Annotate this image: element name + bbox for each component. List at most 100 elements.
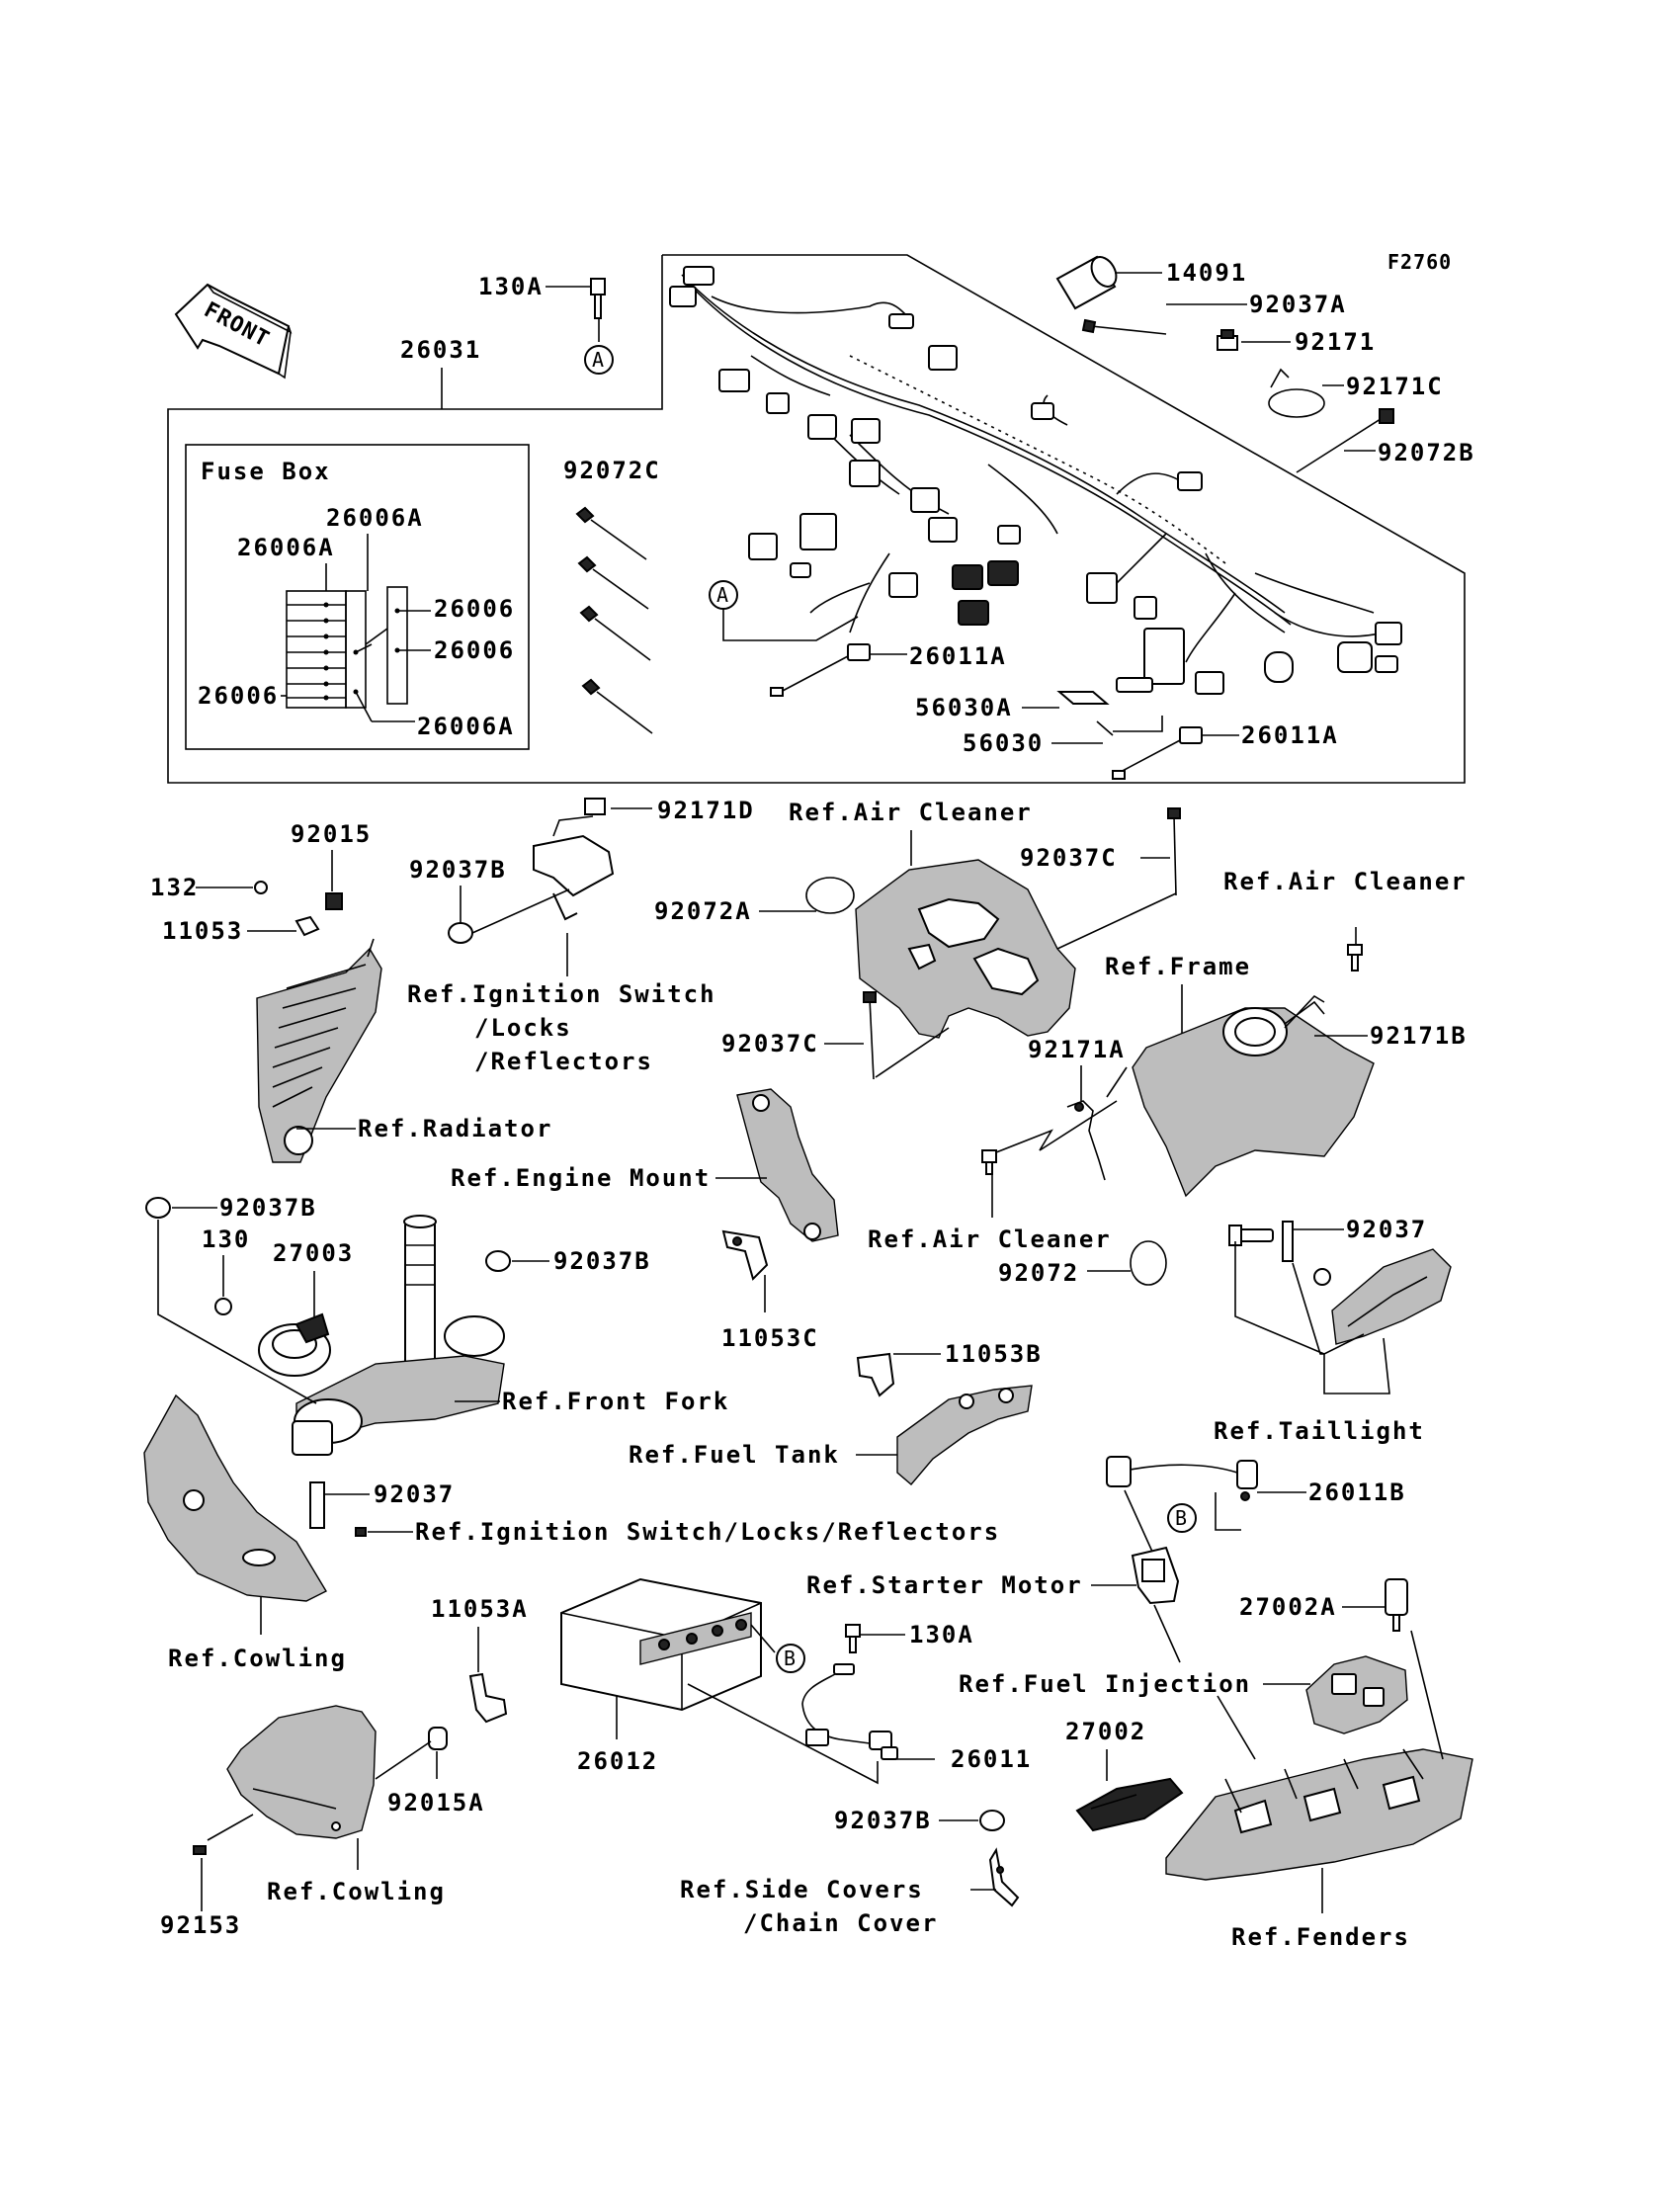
circle-a-harness: A xyxy=(716,583,728,607)
screw-92153 xyxy=(193,1845,207,1855)
label-92153: 92153 xyxy=(160,1911,241,1939)
label-26011B: 26011B xyxy=(1308,1479,1406,1506)
label-92037B-battery: 92037B xyxy=(834,1807,932,1834)
figure-code: F2760 xyxy=(1387,250,1452,274)
side-cover-clip xyxy=(988,1847,1020,1907)
wire-26011B xyxy=(1106,1456,1258,1501)
band-92072A xyxy=(805,877,855,914)
label-130A-battery: 130A xyxy=(909,1621,974,1648)
label-ref-reflectors-1: /Reflectors xyxy=(474,1048,653,1075)
battery-26012 xyxy=(560,1577,762,1712)
label-26006A-bottom: 26006A xyxy=(417,713,515,740)
tie-92037C-left xyxy=(863,991,877,1080)
fuel-tank-mount xyxy=(896,1385,1033,1485)
ignition-bracket xyxy=(533,815,615,921)
label-ref-fuel-tank: Ref.Fuel Tank xyxy=(629,1441,840,1469)
label-92171B: 92171B xyxy=(1370,1022,1468,1050)
band-92171C xyxy=(1268,368,1325,418)
fuse-box-title: Fuse Box xyxy=(201,458,331,485)
label-11053C: 11053C xyxy=(721,1324,819,1352)
connector-26011A-lower xyxy=(1112,726,1203,780)
rear-fender xyxy=(1165,1748,1473,1881)
label-26006A-mid: 26006A xyxy=(237,534,335,561)
label-ref-engine-mount: Ref.Engine Mount xyxy=(451,1164,711,1192)
label-92171A: 92171A xyxy=(1028,1036,1126,1063)
sensor-27002A xyxy=(1385,1578,1408,1632)
bracket-11053A xyxy=(468,1672,508,1724)
cable-ties-92072C xyxy=(575,506,653,734)
label-ref-radiator: Ref.Radiator xyxy=(358,1115,552,1142)
label-130: 130 xyxy=(202,1225,250,1253)
label-14091: 14091 xyxy=(1166,259,1247,287)
clamp-92171B xyxy=(1284,1000,1325,1025)
label-ref-front-fork: Ref.Front Fork xyxy=(502,1388,729,1415)
label-92037C-left: 92037C xyxy=(721,1030,819,1057)
label-ref-side-covers: Ref.Side Covers xyxy=(680,1876,924,1903)
clamp-92171 xyxy=(1217,329,1238,351)
clamp-92171D xyxy=(584,798,606,815)
label-92015A: 92015A xyxy=(387,1789,485,1817)
label-132: 132 xyxy=(150,874,199,901)
circle-b-right: B xyxy=(1175,1506,1187,1530)
label-27002: 27002 xyxy=(1065,1718,1146,1745)
label-ref-starter-motor: Ref.Starter Motor xyxy=(806,1571,1083,1599)
air-cleaner-housing xyxy=(855,859,1076,1039)
label-92072B: 92072B xyxy=(1378,439,1475,466)
circle-a-top: A xyxy=(592,348,604,372)
label-92015: 92015 xyxy=(291,820,372,848)
radiator-shroud xyxy=(256,938,382,1163)
label-ref-air-cleaner-3: Ref.Air Cleaner xyxy=(868,1225,1112,1253)
label-tag-56030 xyxy=(1056,691,1114,736)
label-11053: 11053 xyxy=(162,917,243,945)
label-26006A-top: 26006A xyxy=(326,504,424,532)
bolt-130A-battery xyxy=(845,1624,861,1653)
starter-relay xyxy=(1131,1546,1180,1605)
relay-27002 xyxy=(1075,1777,1184,1832)
bracket-11053B xyxy=(856,1352,895,1397)
cowling-lower xyxy=(226,1705,377,1839)
label-11053B: 11053B xyxy=(945,1340,1043,1368)
label-26011A-lower: 26011A xyxy=(1241,721,1339,749)
harness-box-outline xyxy=(167,254,1466,784)
label-ref-air-cleaner-2: Ref.Air Cleaner xyxy=(1223,868,1468,895)
bracket-11053C xyxy=(721,1229,769,1281)
main-wiring-harness xyxy=(669,266,1402,695)
bracket-11053 xyxy=(294,915,320,937)
label-92171D: 92171D xyxy=(657,797,755,824)
battery-cable-26011 xyxy=(801,1663,898,1760)
label-26011A-upper: 26011A xyxy=(909,642,1007,670)
clip-92037A xyxy=(1081,318,1167,335)
label-92072: 92072 xyxy=(998,1259,1079,1287)
label-ref-chain-cover: /Chain Cover xyxy=(743,1909,938,1937)
bolt-taillight xyxy=(1228,1225,1274,1246)
tie-92037-taillight xyxy=(1282,1221,1294,1262)
connector-ref-a-top xyxy=(584,345,614,375)
bolt-130 xyxy=(214,1298,232,1315)
fuse-box-schematic xyxy=(281,534,431,722)
label-92037-lower: 92037 xyxy=(374,1480,455,1508)
label-92037-taillight: 92037 xyxy=(1346,1216,1427,1243)
label-ref-taillight: Ref.Taillight xyxy=(1214,1417,1425,1445)
taillight-unit xyxy=(1331,1248,1452,1345)
label-92072C: 92072C xyxy=(563,457,661,484)
label-130A-top: 130A xyxy=(478,273,544,300)
label-26031: 26031 xyxy=(400,336,481,364)
label-92037A: 92037A xyxy=(1249,291,1347,318)
label-ref-frame: Ref.Frame xyxy=(1105,953,1251,980)
bolt-ref-air-cleaner-left xyxy=(981,1149,997,1175)
steering-stem-front-fork xyxy=(292,1215,505,1456)
label-ref-cowling-1: Ref.Cowling xyxy=(168,1645,347,1672)
label-27003: 27003 xyxy=(273,1239,354,1267)
ignition-switch-27003 xyxy=(258,1312,331,1377)
label-11053A: 11053A xyxy=(431,1595,529,1623)
clamp-92171A xyxy=(1066,1100,1106,1181)
label-26006-right-a: 26006 xyxy=(434,595,515,623)
screw-ignition-lower xyxy=(355,1527,367,1537)
label-ref-fuel-injection: Ref.Fuel Injection xyxy=(959,1670,1251,1698)
cowling-upper xyxy=(143,1394,327,1602)
band-92037B-battery xyxy=(979,1810,1005,1831)
label-ref-ignition-2: Ref.Ignition Switch/Locks/Reflectors xyxy=(415,1518,1000,1546)
band-92037B-left xyxy=(145,1197,171,1219)
label-ref-ignition-1: Ref.Ignition Switch xyxy=(407,980,716,1008)
